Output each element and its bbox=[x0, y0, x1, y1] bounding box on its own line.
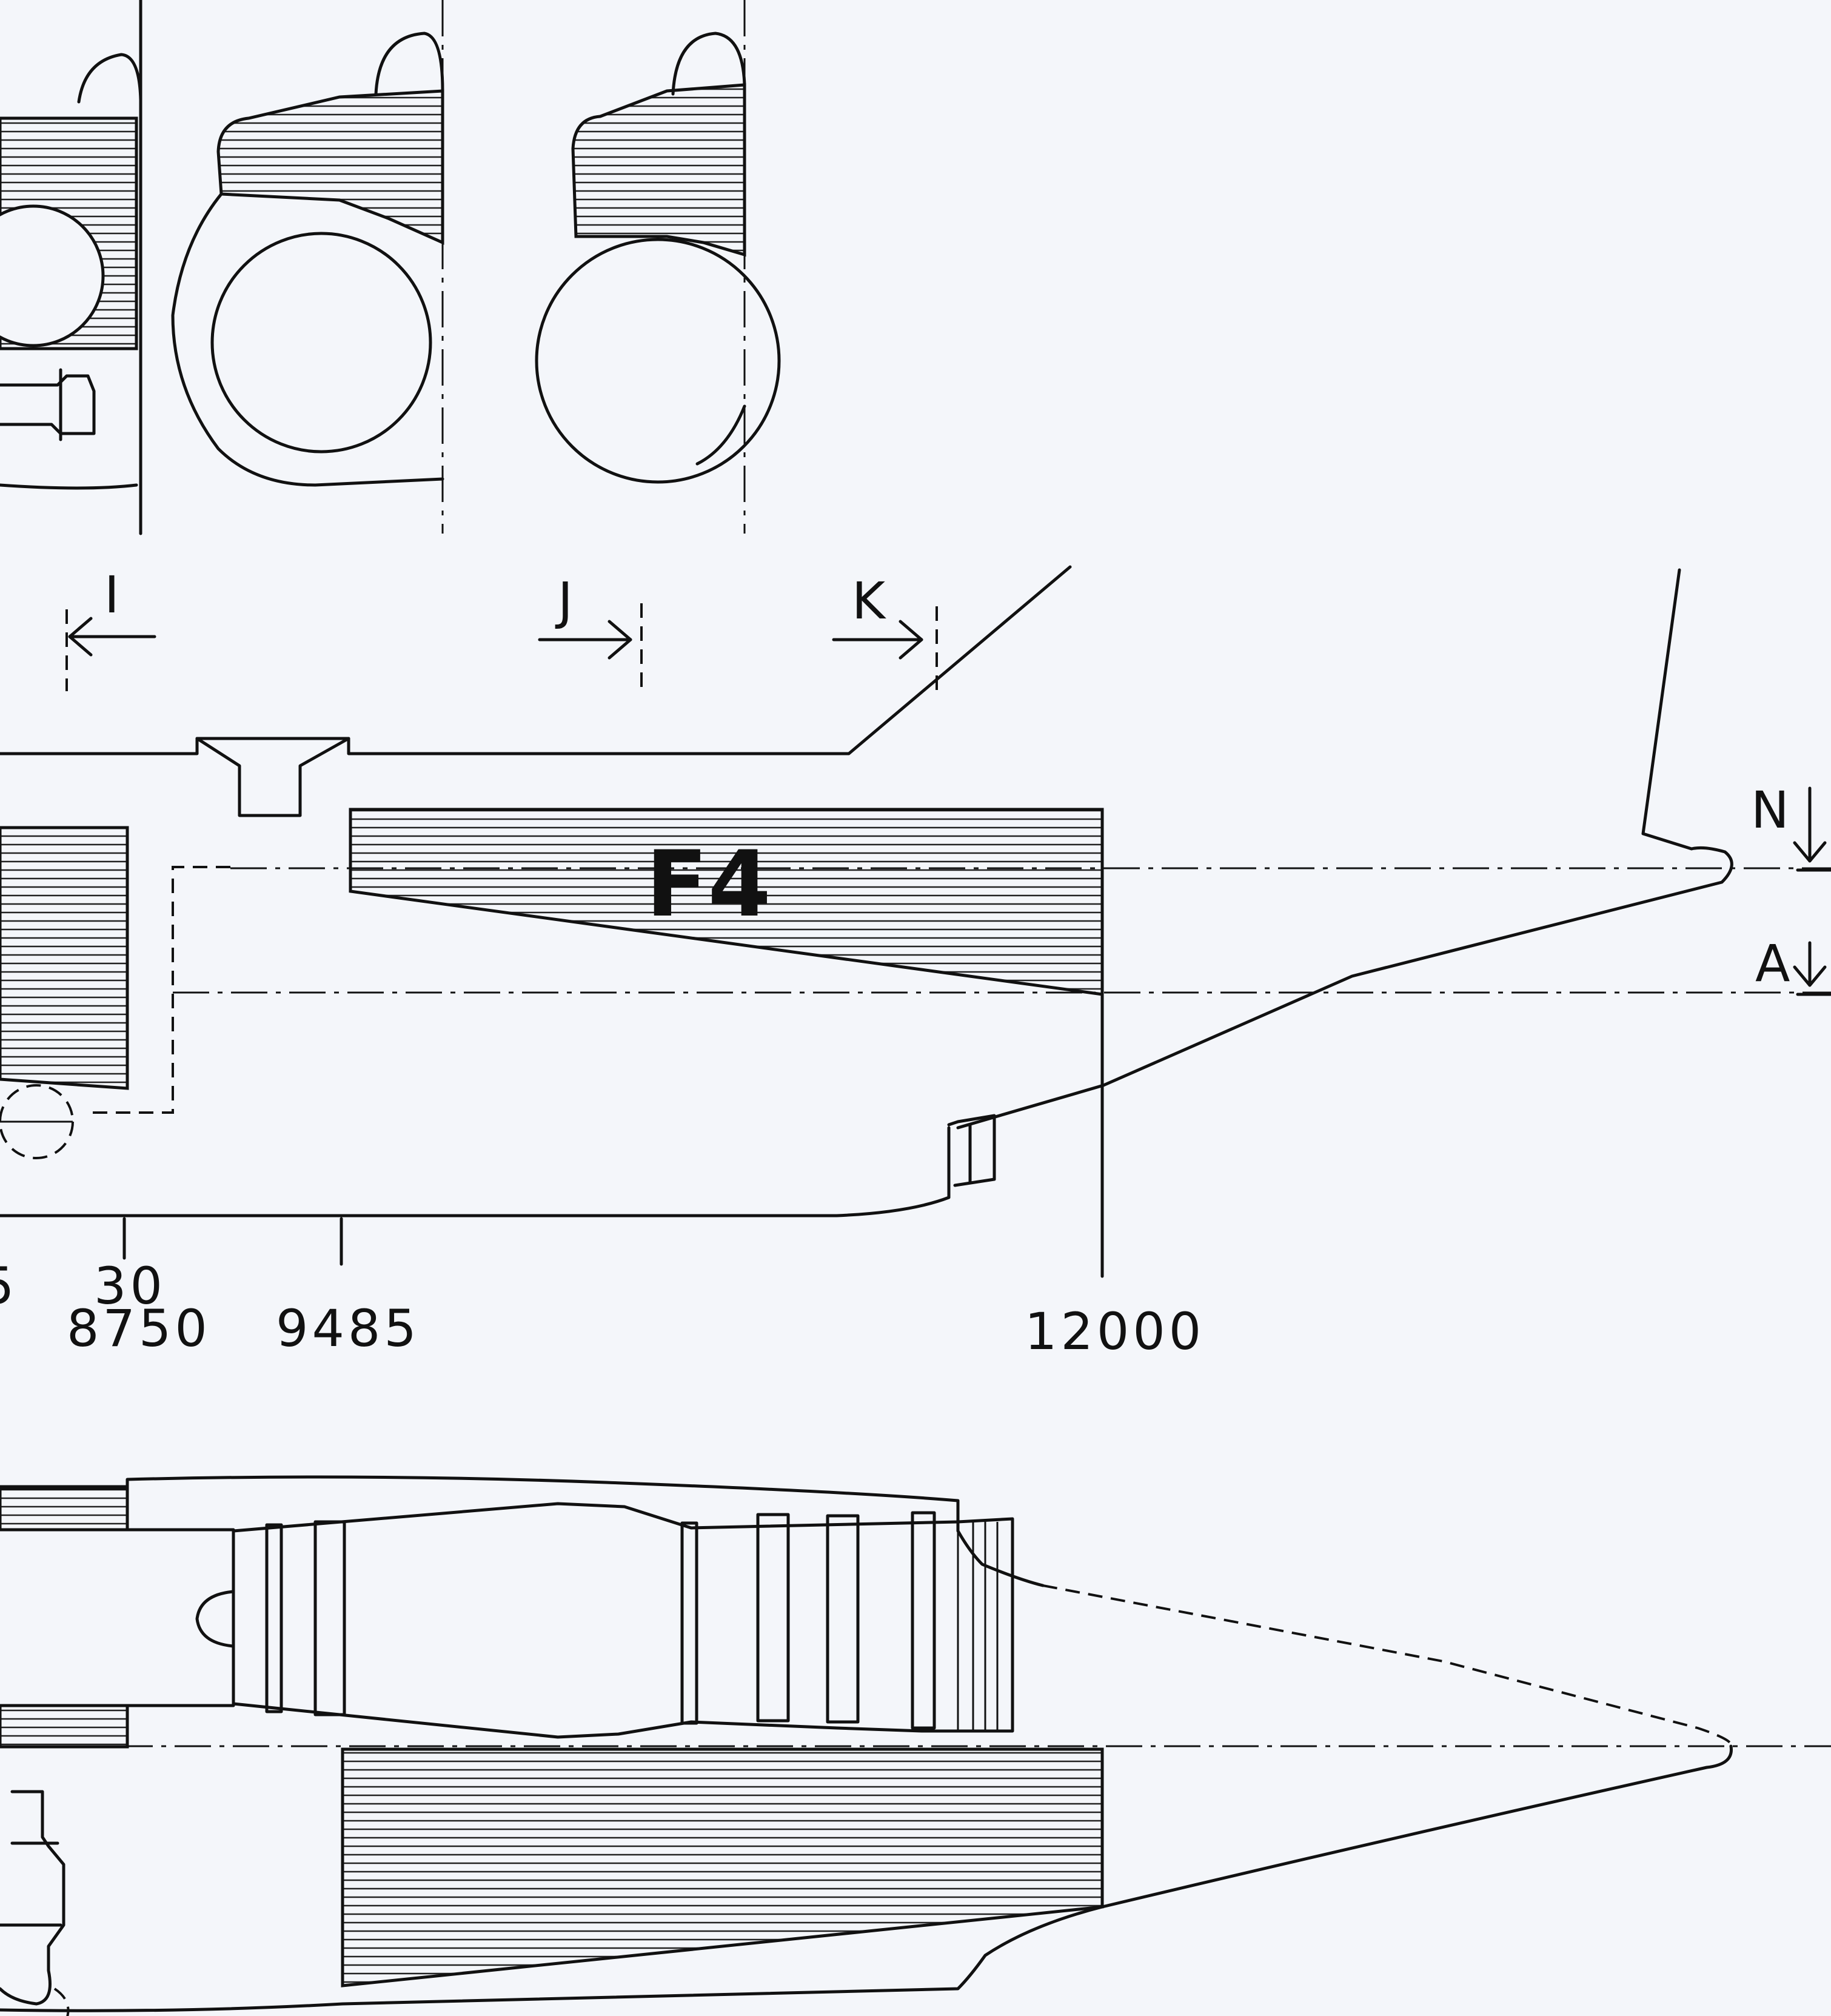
section-marker-k: K bbox=[832, 571, 938, 691]
cross-section-right bbox=[535, 0, 781, 534]
station-labels: 5 30 8750 9485 12000 bbox=[0, 1256, 1205, 1361]
section-marker-i: I bbox=[65, 565, 156, 691]
station-9485: 9485 bbox=[276, 1299, 420, 1358]
section-label-j: J bbox=[555, 571, 577, 631]
cross-section-views bbox=[0, 0, 781, 535]
cross-section-middle bbox=[171, 0, 444, 534]
section-label-k: K bbox=[852, 571, 889, 631]
station-12000: 12000 bbox=[1025, 1302, 1205, 1361]
section-marker-j: J bbox=[538, 571, 643, 691]
section-label-i: I bbox=[104, 565, 123, 625]
side-elevation: F4 bbox=[0, 565, 1831, 1278]
station-30: 30 bbox=[94, 1256, 166, 1316]
section-label-n: N bbox=[1751, 780, 1793, 840]
section-marker-a: A bbox=[1755, 934, 1831, 996]
station-5: 5 bbox=[0, 1256, 18, 1316]
cross-section-left bbox=[0, 0, 142, 535]
section-marker-n: N bbox=[1751, 780, 1831, 872]
frame-label-f4: F4 bbox=[646, 832, 771, 937]
station-8750: 8750 bbox=[67, 1299, 211, 1358]
plan-view bbox=[0, 1475, 1831, 2016]
section-label-a: A bbox=[1755, 934, 1793, 993]
fitting-detail bbox=[0, 1790, 70, 2016]
